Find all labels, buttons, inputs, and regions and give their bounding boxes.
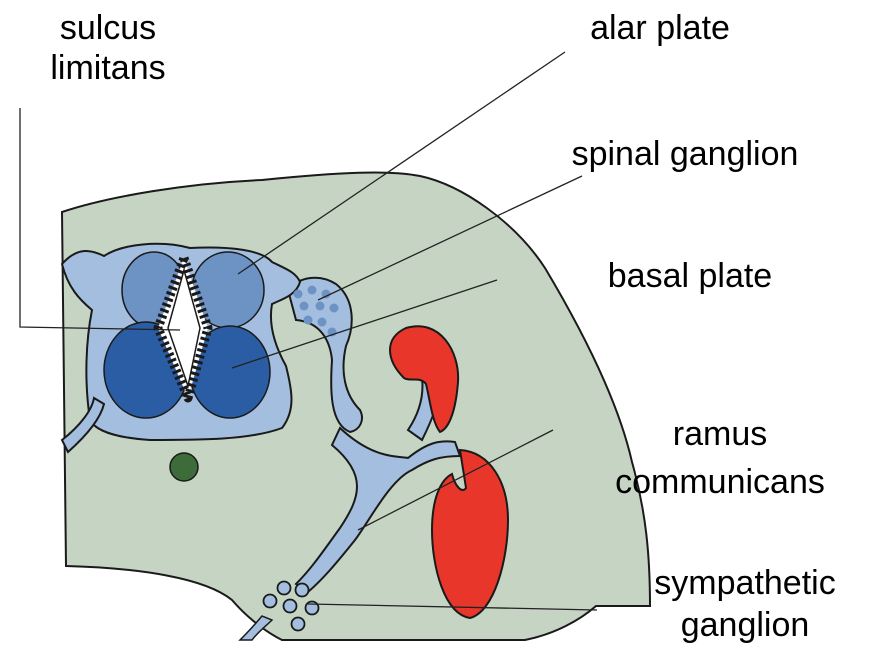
label-ramus-communicans-line1: ramus xyxy=(590,414,850,454)
notochord xyxy=(170,453,198,481)
label-ramus-communicans-line2: communicans xyxy=(590,462,850,502)
label-alar-plate: alar plate xyxy=(560,8,760,48)
label-sympathetic-ganglion-line1: sympathetic xyxy=(625,563,865,603)
label-sulcus-limitans-line1: sulcus xyxy=(18,8,198,48)
label-spinal-ganglion: spinal ganglion xyxy=(545,134,825,174)
label-basal-plate: basal plate xyxy=(580,256,800,296)
label-sympathetic-ganglion: sympathetic ganglion xyxy=(625,563,865,645)
label-sulcus-limitans-line2: limitans xyxy=(18,48,198,88)
label-sulcus-limitans: sulcus limitans xyxy=(18,8,198,88)
label-sympathetic-ganglion-line2: ganglion xyxy=(625,605,865,645)
label-ramus-communicans: ramus communicans xyxy=(590,414,850,502)
